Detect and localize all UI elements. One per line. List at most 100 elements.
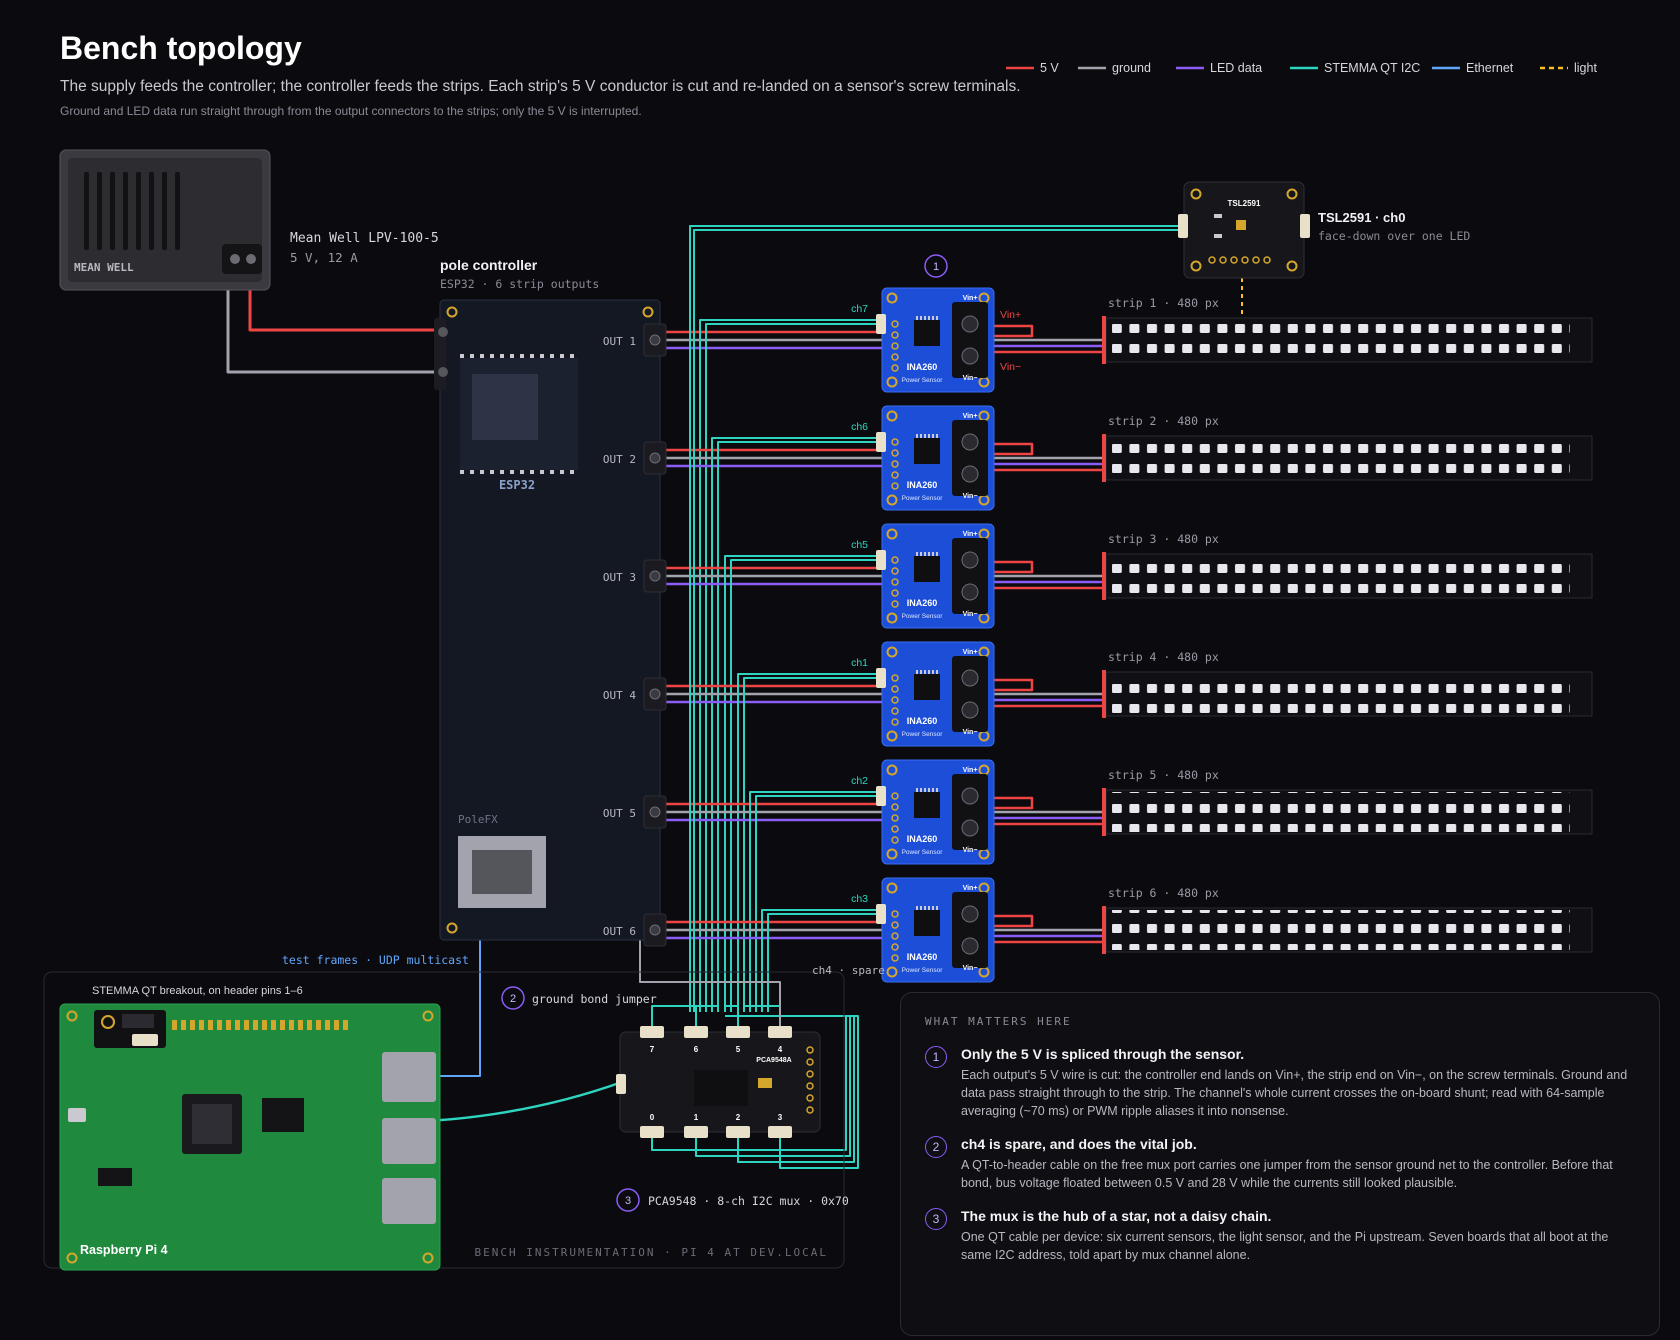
strip-end-cap: [1102, 316, 1106, 364]
pin: [480, 470, 484, 474]
spare-label: ch4 · spare: [812, 964, 885, 977]
output-label: OUT 4: [603, 689, 636, 702]
header-pin: [891, 696, 899, 704]
qt-connector: [1300, 214, 1310, 238]
pin: [560, 470, 564, 474]
pin: [540, 470, 544, 474]
qt-connector: [876, 432, 886, 452]
gpio-pin: [208, 1020, 213, 1030]
note-title: The mux is the hub of a star, not a dais…: [961, 1208, 1272, 1224]
esp32-shield: [472, 374, 538, 440]
led-strip: [1102, 552, 1593, 600]
chip-pin: [936, 434, 938, 438]
mux-port: [684, 1126, 708, 1138]
mux-port-label: 0: [650, 1113, 655, 1122]
chip-pin: [916, 906, 918, 910]
led-strip: [1102, 906, 1593, 954]
mount-hole: [886, 966, 898, 978]
legend-label: Ethernet: [1466, 61, 1514, 75]
strip-pixels: [1112, 910, 1570, 950]
header-pin: [806, 1070, 814, 1078]
chip-pin: [924, 670, 926, 674]
screw-terminal: [952, 538, 988, 614]
vent-slot: [97, 172, 102, 250]
chip-pin: [936, 670, 938, 674]
screw: [961, 787, 979, 805]
note-body: Each output's 5 V wire is cut: the contr…: [961, 1068, 1628, 1118]
pin: [490, 470, 494, 474]
pin: [500, 470, 504, 474]
output-label: OUT 1: [603, 335, 636, 348]
light-sensor-note: face-down over one LED: [1318, 229, 1470, 243]
ram-chip: [262, 1098, 304, 1132]
mux-port: [726, 1126, 750, 1138]
mount-hole: [886, 646, 898, 658]
psu-terminal: [222, 244, 262, 274]
vin-plus-label: Vin+: [963, 413, 978, 420]
marker-1: 1: [933, 261, 939, 273]
header-pin: [891, 600, 899, 608]
header-pin: [891, 449, 899, 457]
i2c-sensor-wire: [761, 909, 876, 1012]
mux-port-label: 3: [778, 1113, 783, 1122]
chip-pin: [920, 316, 922, 320]
output-pin: [649, 688, 661, 700]
light-sensor-chip: [1236, 220, 1246, 230]
legend-label: STEMMA QT I2C: [1324, 61, 1420, 75]
strip-label: strip 2 · 480 px: [1108, 414, 1219, 428]
sensor-sub-label: Power Sensor: [902, 613, 944, 620]
note-title: ch4 is spare, and does the vital job.: [961, 1136, 1197, 1152]
ina260-chip: [914, 438, 940, 464]
header-pin: [891, 836, 899, 844]
mount-hole: [886, 528, 898, 540]
gpio-pin: [343, 1020, 348, 1030]
breakout-label: STEMMA QT breakout, on header pins 1–6: [92, 985, 303, 997]
input-pin: [438, 327, 448, 337]
output-label: OUT 2: [603, 453, 636, 466]
i2c-sensor-wire: [767, 913, 876, 1012]
vin-plus-callout: Vin+: [1000, 309, 1021, 321]
pin: [460, 354, 464, 358]
tsl2591-sensor: TSL2591: [1178, 181, 1310, 279]
vin-loop-wire: [968, 560, 1034, 574]
mux-label: PCA9548 · 8-ch I2C mux · 0x70: [648, 1194, 849, 1208]
terminal-screw: [230, 254, 240, 264]
chip-pin: [920, 434, 922, 438]
note-number: 3: [925, 1208, 947, 1230]
header-pin: [891, 556, 899, 564]
qt-connector: [1178, 214, 1188, 238]
vin-minus-label: Vin−: [963, 493, 978, 500]
chip-pin: [932, 434, 934, 438]
ina260-chip: [914, 792, 940, 818]
vent-slot: [136, 172, 141, 250]
mux-upstream-port: [616, 1074, 626, 1094]
chip-pin: [928, 316, 930, 320]
sensor-chip-label: INA260: [907, 598, 938, 608]
ina260-chip: [914, 674, 940, 700]
light-chip-label: TSL2591: [1228, 199, 1261, 208]
mux-port-wire: [695, 1005, 718, 1032]
i2c-sensor-wire: [724, 555, 876, 1012]
chip-pin: [928, 434, 930, 438]
legend-label: LED data: [1210, 61, 1262, 75]
led-strip: [1102, 434, 1593, 482]
chip-pin: [916, 434, 918, 438]
vent-slot: [175, 172, 180, 250]
channel-label: ch3: [851, 893, 868, 905]
chip-pin: [936, 788, 938, 792]
mount-hole: [886, 848, 898, 860]
gpio-pin: [244, 1020, 249, 1030]
note-number: 1: [925, 1046, 947, 1068]
strip-pixels: [1112, 792, 1570, 832]
vin-plus-label: Vin+: [963, 649, 978, 656]
mount-hole: [886, 730, 898, 742]
i2c-light-wire: [693, 229, 1180, 1012]
chip-pin: [924, 788, 926, 792]
led-strip: [1102, 316, 1593, 364]
gpio-pin: [217, 1020, 222, 1030]
bench-frame: [43, 971, 845, 1269]
chip-pin: [932, 552, 934, 556]
note-2: 2 ch4 is spare, and does the vital job. …: [925, 1136, 1635, 1192]
